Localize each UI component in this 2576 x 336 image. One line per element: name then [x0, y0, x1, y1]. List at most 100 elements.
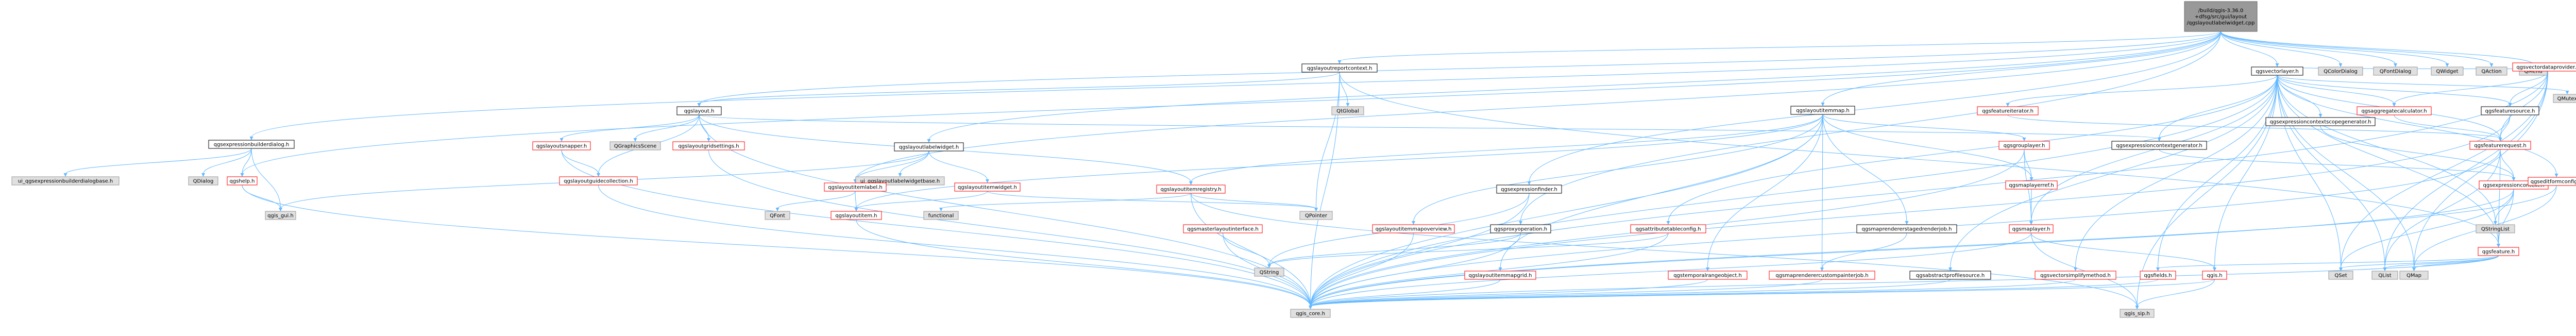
dependency-edge — [2277, 75, 2414, 269]
dependency-edge — [1310, 232, 2031, 307]
node-qgsexpressionbuilderdialog[interactable]: qgsexpressionbuilderdialog.h — [208, 140, 295, 149]
dependency-edge — [987, 191, 1316, 209]
node-qgis[interactable]: qgis.h — [2202, 271, 2227, 280]
dependency-edge — [561, 114, 700, 140]
node-qgslayoutitemmapoverview[interactable]: qgslayoutitemmapoverview.h — [1372, 224, 1455, 233]
node-qgsabstractprofilesource[interactable]: qgsabstractprofilesource.h — [1909, 271, 1991, 280]
node-qstringlist: QStringList — [2476, 224, 2515, 233]
dependency-arrowhead — [2394, 63, 2397, 67]
dependency-edge — [1191, 114, 1823, 183]
node-label: QStringList — [2481, 227, 2510, 232]
dependency-edge — [708, 149, 1311, 307]
node-qaction: QAction — [2476, 66, 2507, 76]
dependency-edge — [2277, 75, 2496, 223]
node-qgsfeatureiterator[interactable]: qgsfeatureiterator.h — [1977, 106, 2039, 115]
node-box — [1977, 106, 2039, 115]
node-qgslayoutitemmap[interactable]: qgslayoutitemmap.h — [1790, 106, 1855, 115]
node-qset: QSet — [2328, 271, 2353, 280]
dependency-edge — [1310, 232, 1414, 307]
node-qgsvectorlayer[interactable]: qgsvectorlayer.h — [2251, 66, 2303, 76]
node-root[interactable]: /build/qgis-3.36.0+dfsg/src/gui/layout/q… — [2184, 1, 2258, 32]
node-qgsvectordataprovider[interactable]: qgsvectordataprovider.h — [2512, 62, 2576, 72]
dependency-arrowhead — [2157, 138, 2161, 141]
dependency-edge — [856, 191, 988, 209]
node-qgslayoutguidecollection[interactable]: qgslayoutguidecollection.h — [559, 176, 638, 186]
dependency-arrowhead — [1267, 264, 1271, 268]
node-qgshelp[interactable]: qgshelp.h — [227, 176, 258, 186]
node-qgsmaprendererstagedrenderjob[interactable]: qgsmaprendererstagedrenderjob.h — [1856, 224, 1957, 233]
node-label: qgslayoutitemmapoverview.h — [1376, 227, 1452, 232]
dependency-edge — [2495, 189, 2514, 223]
node-label: qgsmaprenderercustompainterjob.h — [1775, 273, 1868, 279]
node-box — [1909, 271, 1991, 280]
dependency-arrowhead — [1412, 221, 1415, 225]
node-qgsexpressionfinder[interactable]: qgsexpressionfinder.h — [1496, 184, 1562, 194]
node-qmutex: QMutex — [2553, 94, 2576, 103]
dependency-edge — [1310, 279, 2076, 307]
node-qgsgrouplayer[interactable]: qgsgrouplayer.h — [1998, 141, 2050, 150]
node-box — [2035, 271, 2116, 280]
dependency-edge — [1822, 114, 2032, 179]
node-box — [2265, 117, 2376, 126]
node-box — [2553, 94, 2576, 103]
node-qgsexpressioncontextscopegenerator[interactable]: qgsexpressioncontextscopegenerator.h — [2265, 117, 2376, 126]
dependency-arrowhead — [1314, 208, 1318, 211]
dependency-arrowhead — [2494, 221, 2497, 225]
node-qgsfields[interactable]: qgsfields.h — [2140, 271, 2176, 280]
node-qgslayoutitemlabel[interactable]: qgslayoutitemlabel.h — [824, 182, 887, 192]
node-qgsmasterlayoutinterface[interactable]: qgsmasterlayoutinterface.h — [1183, 224, 1263, 233]
node-label: qgslayoutitemregistry.h — [1160, 187, 1221, 193]
dependency-arrowhead — [63, 173, 67, 177]
node-qgsmaplayerref[interactable]: qgsmaplayerref.h — [2005, 180, 2058, 190]
dependency-edge — [2159, 149, 2514, 179]
node-box — [2399, 271, 2429, 280]
node-qgslayoutitemmapgrid[interactable]: qgslayoutitemmapgrid.h — [1464, 271, 1536, 280]
node-qgsfeaturesource[interactable]: qgsfeaturesource.h — [2481, 106, 2539, 115]
node-label: QWidget — [2436, 69, 2458, 75]
node-label: QGraphicsScene — [614, 144, 657, 149]
dependency-edge — [242, 148, 252, 175]
node-qgsmaplayer[interactable]: qgsmaplayer.h — [2009, 224, 2054, 233]
node-qgsproxyoperation[interactable]: qgsproxyoperation.h — [1490, 224, 1551, 233]
node-qgslayoutitemregistry[interactable]: qgslayoutitemregistry.h — [1156, 184, 1226, 194]
dependency-edge — [598, 184, 1311, 307]
dependency-edge — [2075, 75, 2278, 269]
dependency-edge — [1822, 114, 1907, 223]
node-box — [831, 211, 882, 220]
dependency-edge — [1310, 279, 2215, 307]
node-qgslayoutsnapper[interactable]: qgslayoutsnapper.h — [532, 141, 591, 150]
node-box — [2371, 271, 2398, 280]
node-qgstemporalrangeobject[interactable]: qgstemporalrangeobject.h — [1668, 271, 1748, 280]
node-qgslayoutreportcontext[interactable]: qgslayoutreportcontext.h — [1301, 63, 1378, 73]
node-qgseditformconfig[interactable]: qgseditformconfig.h — [2528, 177, 2576, 186]
node-qgsattributetableconfig[interactable]: qgsattributetableconfig.h — [1630, 224, 1706, 233]
dependency-edge — [2500, 149, 2514, 179]
node-label: qgslayout.h — [684, 109, 715, 114]
node-qgsaggregatecalculator[interactable]: qgsaggregatecalculator.h — [2357, 106, 2432, 115]
node-qgslayout[interactable]: qgslayout.h — [676, 106, 722, 115]
dependency-edge — [2214, 75, 2278, 269]
dependency-edge — [1950, 75, 2278, 269]
node-qgslayoutitemwidget[interactable]: qgslayoutitemwidget.h — [954, 182, 1021, 192]
dependency-edge — [1822, 114, 2025, 139]
node-box — [1156, 184, 1226, 194]
node-qgsexpressioncontextgenerator[interactable]: qgsexpressioncontextgenerator.h — [2111, 141, 2207, 150]
dependency-arrowhead — [2074, 267, 2077, 271]
node-qgsfeaturerequest[interactable]: qgsfeaturerequest.h — [2469, 141, 2531, 150]
node-qgslayoutlabelwidget[interactable]: qgslayoutlabelwidget.h — [894, 142, 964, 152]
node-qgsmaprenderercustompainterjob[interactable]: qgsmaprenderercustompainterjob.h — [1769, 271, 1875, 280]
dependency-edge — [2221, 31, 2534, 65]
dependency-arrowhead — [707, 138, 710, 142]
node-qgsfeature[interactable]: qgsfeature.h — [2478, 247, 2519, 256]
dependency-edge — [2007, 114, 2501, 139]
node-qgslayoutitem[interactable]: qgslayoutitem.h — [831, 211, 882, 220]
dependency-edge — [2024, 149, 2032, 179]
node-qtglobal: QtGlobal — [1331, 106, 1364, 115]
node-qgsvectorsimplifymethod[interactable]: qgsvectorsimplifymethod.h — [2035, 271, 2116, 280]
dependency-edge — [1191, 193, 1316, 209]
node-qgslayoutgridsettings[interactable]: qgslayoutgridsettings.h — [672, 141, 745, 150]
node-label: qgslayoutguidecollection.h — [564, 179, 633, 184]
dependency-arrowhead — [2318, 114, 2323, 117]
dependency-edge — [2221, 31, 2278, 65]
